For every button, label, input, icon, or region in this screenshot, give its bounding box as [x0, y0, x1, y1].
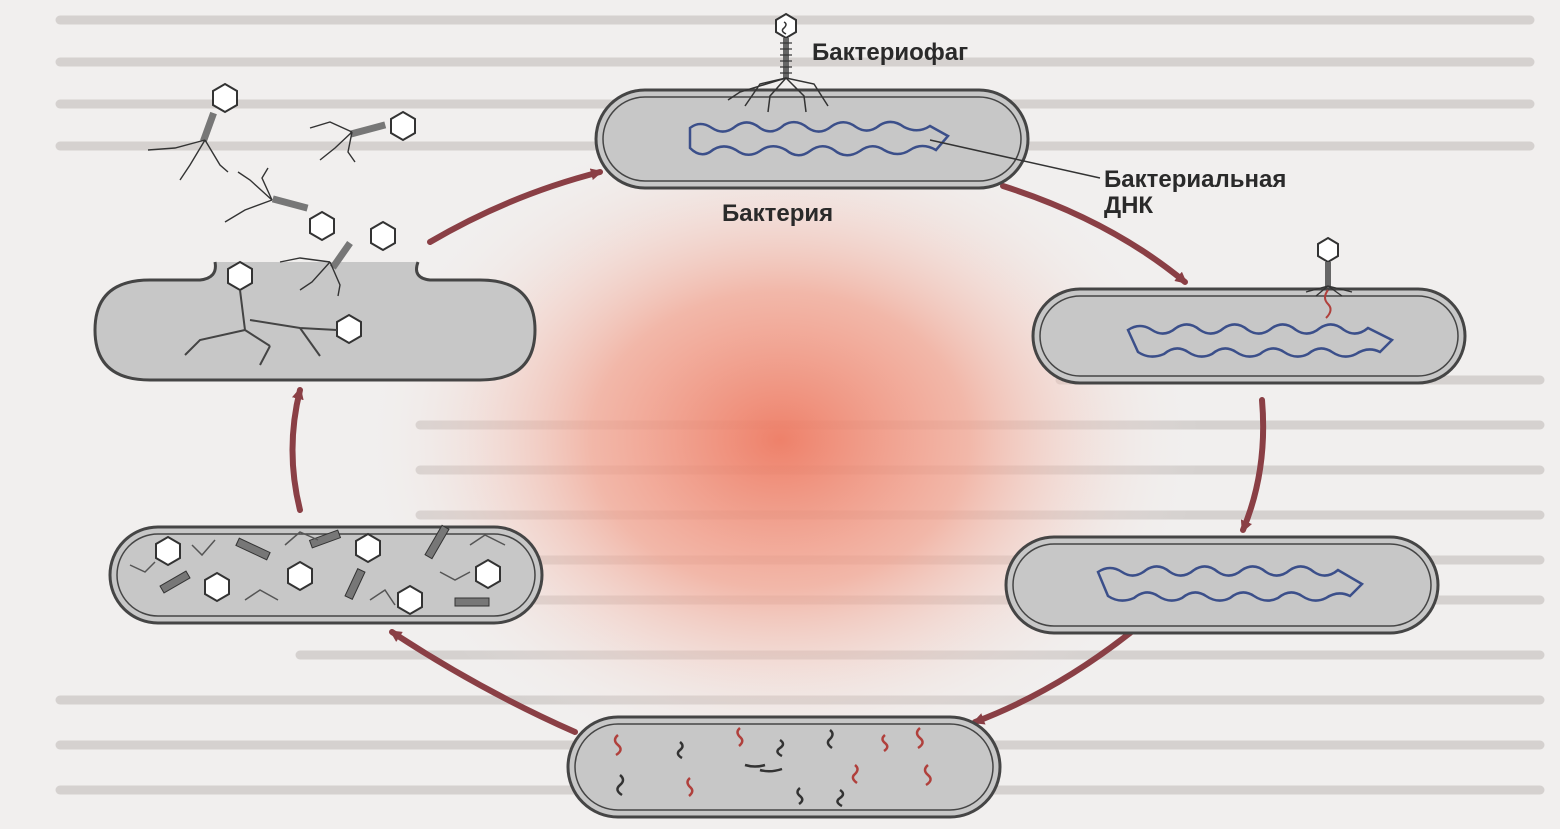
released-phage-icon [225, 168, 334, 240]
label-bacterial-dna: Бактериальная ДНК [1104, 167, 1286, 219]
label-bacterium: Бактерия [722, 201, 833, 227]
stage-assembly-cell [110, 525, 542, 623]
label-bacteriophage: Бактериофаг [812, 40, 968, 66]
label-bacterial-dna-line1: Бактериальная [1104, 167, 1286, 193]
stage-host-dna-cell [1006, 537, 1438, 633]
released-phage-icon [148, 84, 237, 180]
released-phage-icon [310, 112, 415, 162]
label-bacterial-dna-line2: ДНК [1104, 193, 1286, 219]
stage-replication-cell [568, 717, 1000, 817]
arrow-to-lysis [293, 390, 301, 510]
